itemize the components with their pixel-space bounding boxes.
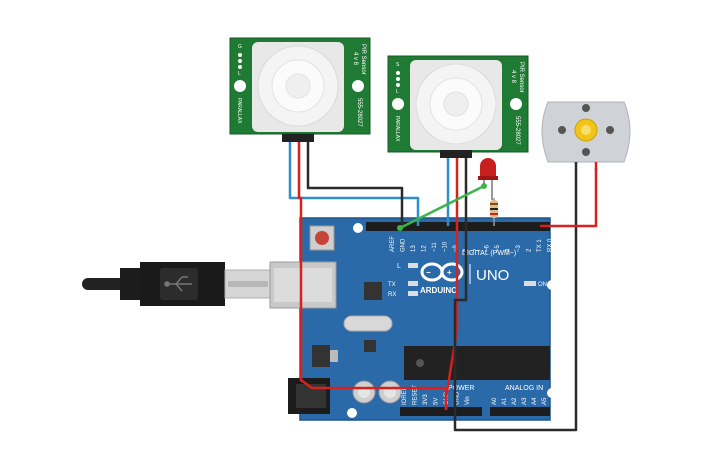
digital-pin-label-1: GND — [401, 238, 407, 252]
board-brand: ARDUINO — [420, 286, 457, 295]
power-pin-label-3: 5V — [434, 398, 440, 405]
power-pin-label-6: Vin — [465, 396, 471, 405]
capacitor — [352, 380, 376, 404]
mounting-hole — [353, 223, 363, 233]
digital-pin-label-0: AREF — [390, 236, 396, 252]
reset-button[interactable] — [309, 225, 335, 251]
logo-minus: − — [426, 268, 431, 277]
analog-pin-label-3: A3 — [522, 397, 528, 405]
pir-left-header: PIR Sensor — [360, 44, 366, 75]
wire-red-right-pir — [444, 156, 459, 410]
pir-right-header: PIR Sensor — [518, 62, 524, 93]
wire-black-right-pir — [453, 156, 578, 432]
arduino-logo-icon — [420, 262, 464, 282]
pir-right-pin-mark-s: S — [396, 62, 400, 68]
led-tx — [408, 281, 418, 286]
digital-pin-label-4: ~11 — [432, 242, 438, 252]
wire-blue-left-pir — [288, 140, 420, 226]
pir-left-subheader: 4 v 8 — [352, 52, 358, 66]
power-pin-label-1: RESET — [413, 385, 419, 405]
digital-pin-label-3: 12 — [422, 245, 428, 252]
digital-pin-label-5: ~10 — [443, 241, 449, 252]
led-label-tx: TX — [388, 282, 396, 288]
digital-pin-label-9: ~6 — [485, 244, 491, 252]
led-label-rx: RX — [388, 292, 396, 298]
digital-label: DIGITAL (PWM~) — [462, 250, 516, 257]
pir-left-brand: PARALLAX — [236, 98, 242, 124]
pir-left-pin-mark-g: G — [238, 44, 242, 50]
analog-pin-label-2: A2 — [512, 397, 518, 405]
resistor[interactable] — [490, 198, 498, 226]
board-model: UNO — [476, 267, 509, 284]
pir-right-pin-mark-l: L — [396, 89, 399, 95]
gear-icon — [574, 118, 598, 142]
power-pin-label-2: 3V3 — [423, 394, 429, 405]
usb-symbol-icon — [164, 276, 192, 292]
wire-black-left-pir — [306, 140, 404, 226]
pir-sensor-left[interactable]: PIR Sensor 4 v 8 555-28027 PARALLAX G L — [229, 37, 371, 142]
usb-cable — [82, 262, 272, 306]
pir-left-pin-mark-l: L — [238, 71, 241, 77]
arduino-uno-board[interactable]: L TX RX ON − + ARDUINO UNO AREF GND 13 12 ~1… — [269, 217, 557, 421]
analog-pin-labels: A0 A1 A2 A3 A4 A5 — [492, 397, 548, 405]
power-pin-label-5: GND — [455, 391, 461, 405]
pir-right-part-number: 555-28027 — [514, 116, 520, 145]
pir-left-part-number: 555-28027 — [356, 98, 362, 127]
analog-pin-label-1: A1 — [502, 397, 508, 405]
analog-pin-label-4: A4 — [532, 397, 538, 405]
digital-pin-label-10: ~5 — [495, 244, 501, 252]
voltage-regulator — [312, 345, 330, 367]
analog-pin-label-0: A0 — [492, 397, 498, 405]
power-label: POWER — [448, 385, 474, 392]
power-pin-label-0: IOREF — [402, 386, 408, 405]
analog-pin-label-5: A5 — [542, 397, 548, 405]
atmega-chip — [404, 346, 550, 380]
analog-header — [490, 407, 550, 416]
mounting-hole — [547, 388, 557, 398]
logo-plus: + — [447, 268, 452, 277]
red-led[interactable] — [478, 158, 498, 200]
pir-right-subheader: 4 v 8 — [510, 70, 516, 84]
led-label-on: ON — [538, 282, 547, 288]
wire-endpoint — [397, 225, 403, 231]
led-rx — [408, 291, 418, 296]
led-l — [408, 263, 418, 268]
dc-motor[interactable] — [541, 101, 631, 170]
mounting-hole — [547, 280, 557, 290]
crystal-oscillator — [343, 315, 393, 332]
digital-pin-label-13: 2 — [527, 248, 533, 252]
digital-pin-label-2: 13 — [411, 245, 417, 252]
digital-pin-label-12: ~3 — [516, 244, 522, 252]
digital-pin-label-11: 4 — [506, 248, 512, 252]
analog-label: ANALOG IN — [505, 385, 543, 392]
pir-left-pin-marks: G L — [238, 44, 242, 77]
pir-right-brand: PARALLAX — [394, 116, 400, 142]
capacitor — [378, 380, 402, 404]
digital-pin-label-14: TX 1 — [537, 239, 543, 252]
led-label-l: L — [397, 263, 401, 270]
pir-right-pin-marks: S L — [396, 62, 400, 95]
power-header — [400, 407, 482, 416]
wires — [288, 140, 598, 432]
wire-red-left-pir — [297, 140, 448, 410]
digital-pin-label-8: 7 — [474, 248, 480, 252]
led-on — [524, 281, 536, 286]
pir-sensor-right[interactable]: PIR Sensor 4 v 8 555-28027 PARALLAX S L — [387, 55, 529, 158]
wire-red-motor — [540, 168, 598, 228]
mounting-hole — [347, 408, 357, 418]
usb-chip — [364, 282, 382, 300]
digital-pin-label-15: RX 0 — [548, 238, 554, 252]
wire-green-led — [399, 184, 485, 230]
